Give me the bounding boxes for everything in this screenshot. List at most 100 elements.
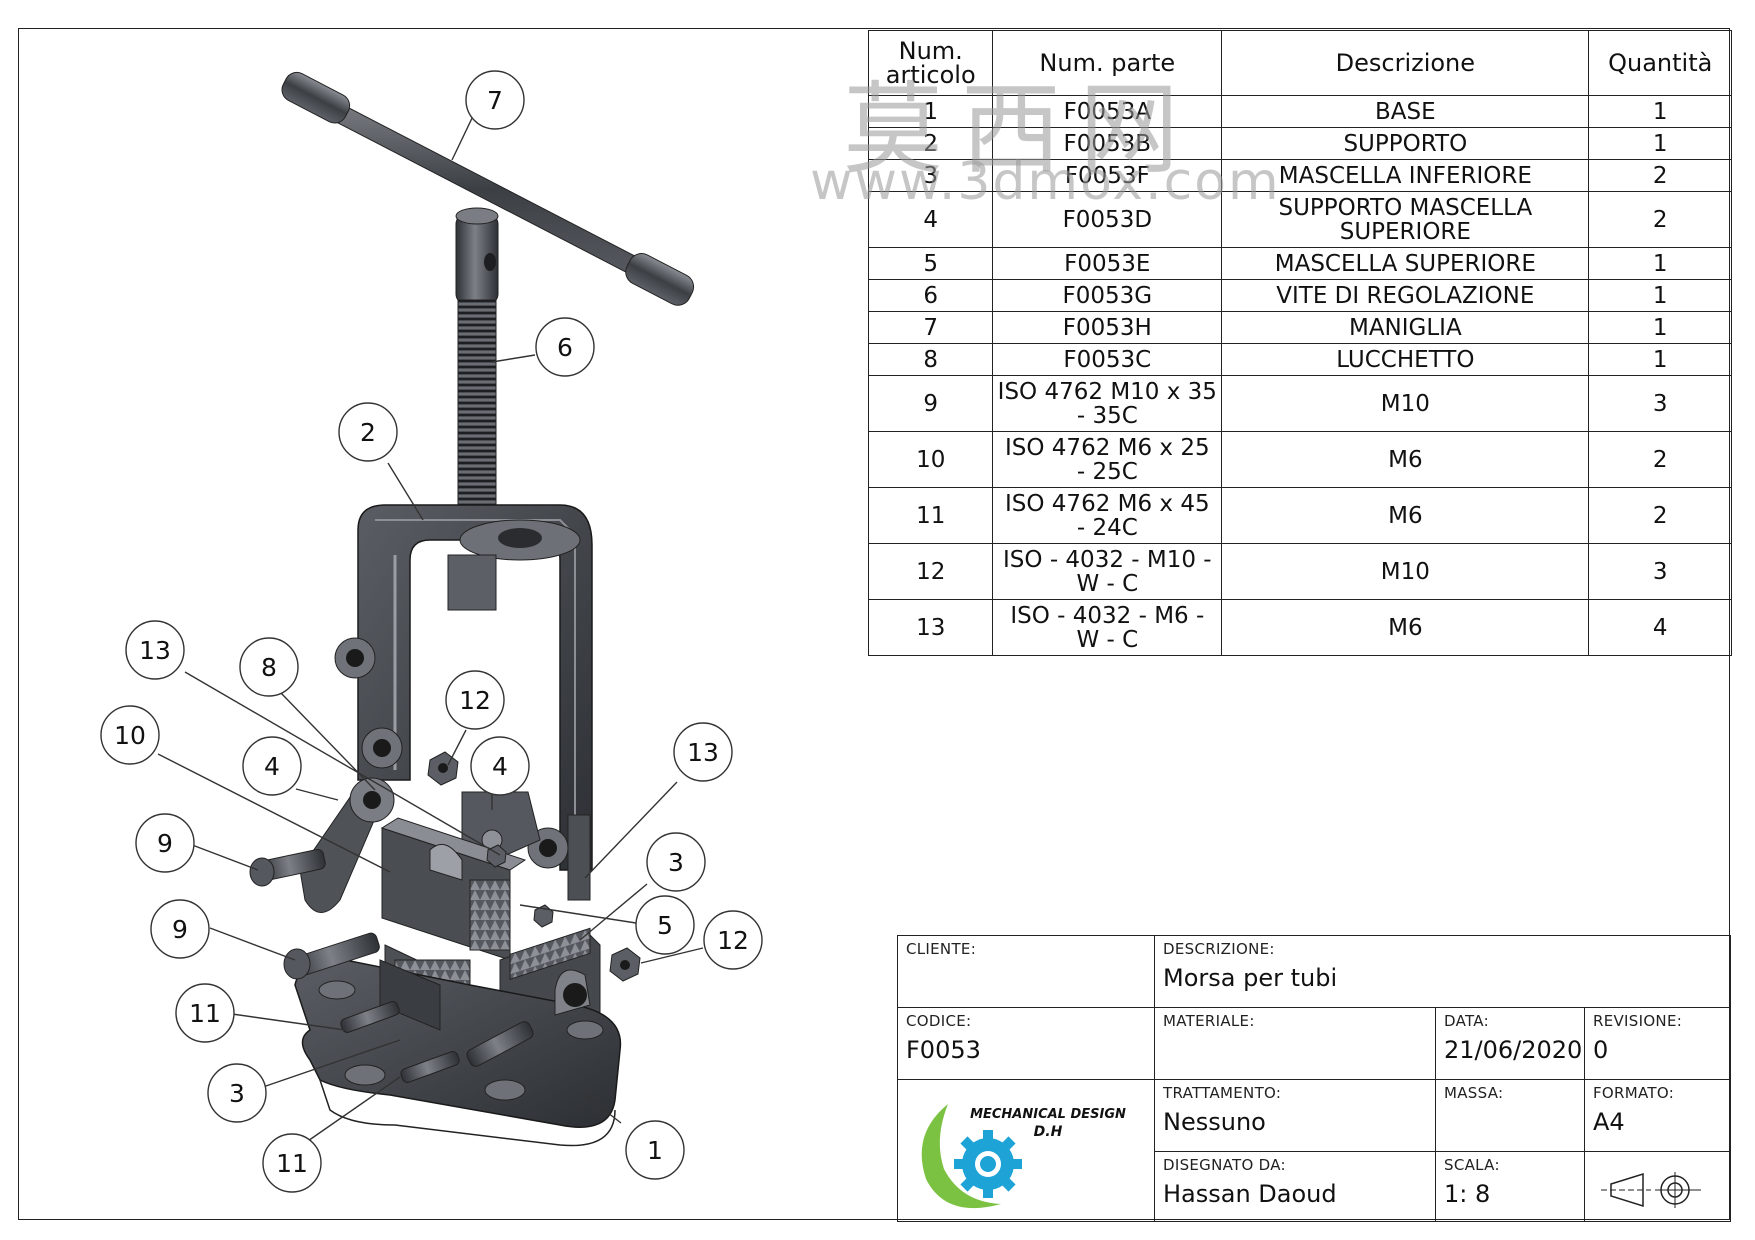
bom-part: ISO - 4032 - M10 - W - C — [992, 543, 1223, 600]
bom-item: 3 — [867, 159, 994, 192]
bom-item: 13 — [867, 599, 994, 656]
bom-part: F0053D — [992, 191, 1223, 248]
callout-4b: 4 — [492, 752, 508, 781]
callout-2: 2 — [360, 418, 376, 447]
disegnato-cell: DISEGNATO DA: Hassan Daoud — [1154, 1151, 1436, 1222]
scala-value: 1: 8 — [1444, 1180, 1491, 1208]
codice-value: F0053 — [906, 1036, 981, 1064]
bom-header-quantity: Quantità — [1588, 30, 1732, 96]
bom-header-description: Descrizione — [1221, 30, 1590, 96]
callout-8: 8 — [261, 653, 277, 682]
bom-qty: 2 — [1588, 191, 1732, 248]
callout-11: 11 — [189, 999, 221, 1028]
revisione-value: 0 — [1593, 1036, 1609, 1064]
callout-6: 6 — [557, 333, 573, 362]
base-part-1 — [294, 959, 622, 1147]
disegnato-value: Hassan Daoud — [1163, 1180, 1337, 1208]
bom-qty: 1 — [1588, 343, 1732, 376]
logo-cell: MECHANICAL DESIGN D.H — [897, 1079, 1155, 1222]
codice-cell: CODICE: F0053 — [897, 1007, 1155, 1080]
bom-desc: SUPPORTO — [1221, 127, 1590, 160]
bom-qty: 1 — [1588, 311, 1732, 344]
bom-desc: VITE DI REGOLAZIONE — [1221, 279, 1590, 312]
codice-label: CODICE: — [906, 1012, 972, 1030]
bom-part: ISO 4762 M6 x 25 - 25C — [992, 431, 1223, 488]
bom-item: 9 — [867, 375, 994, 432]
revisione-label: REVISIONE: — [1593, 1012, 1683, 1030]
massa-label: MASSA: — [1444, 1084, 1504, 1102]
hex-nuts-parts-12-13 — [427, 751, 641, 982]
callout-12: 12 — [459, 686, 491, 715]
disegnato-label: DISEGNATO DA: — [1163, 1156, 1286, 1174]
callout-9: 9 — [157, 829, 173, 858]
bom-qty: 2 — [1588, 431, 1732, 488]
bom-item: 2 — [867, 127, 994, 160]
bom-item: 10 — [867, 431, 994, 488]
callout-12b: 12 — [717, 926, 749, 955]
bom-desc: LUCCHETTO — [1221, 343, 1590, 376]
bom-qty: 1 — [1588, 127, 1732, 160]
bom-desc: M6 — [1221, 487, 1590, 544]
scala-label: SCALA: — [1444, 1156, 1500, 1174]
callout-13: 13 — [139, 636, 171, 665]
bom-header-item: Num. articolo — [867, 30, 994, 96]
callout-leaders — [157, 113, 704, 1144]
bom-qty: 3 — [1588, 543, 1732, 600]
materiale-cell: MATERIALE: — [1154, 1007, 1436, 1080]
bom-part: ISO 4762 M10 x 35 - 35C — [992, 375, 1223, 432]
bom-desc: BASE — [1221, 95, 1590, 128]
callout-bubbles — [100, 70, 763, 1193]
data-label: DATA: — [1444, 1012, 1489, 1030]
gear-icon — [954, 1130, 1022, 1198]
callout-9b: 9 — [172, 915, 188, 944]
bom-desc: MASCELLA SUPERIORE — [1221, 247, 1590, 280]
callout-4: 4 — [264, 752, 280, 781]
trattamento-cell: TRATTAMENTO: Nessuno — [1154, 1079, 1436, 1152]
bom-item: 7 — [867, 311, 994, 344]
exploded-assembly-view: 7 6 2 13 8 12 4 4 10 13 9 3 5 12 9 11 3 … — [100, 70, 763, 1193]
bom-desc: M10 — [1221, 375, 1590, 432]
adjustment-screw-part-6 — [455, 207, 499, 531]
callout-5: 5 — [657, 911, 673, 940]
bom-part: F0053G — [992, 279, 1223, 312]
bom-item: 4 — [867, 191, 994, 248]
data-cell: DATA: 21/06/2020 — [1435, 1007, 1585, 1080]
bill-of-materials-table: Num. articolo Num. parte Descrizione Qua… — [867, 30, 1732, 656]
bom-part: F0053E — [992, 247, 1223, 280]
logo-line1: MECHANICAL DESIGN — [970, 1107, 1126, 1122]
bom-qty: 1 — [1588, 95, 1732, 128]
company-logo: MECHANICAL DESIGN D.H — [921, 1104, 1126, 1209]
bom-item: 8 — [867, 343, 994, 376]
callout-3b: 3 — [229, 1079, 245, 1108]
title-block: CLIENTE: DESCRIZIONE: Morsa per tubi COD… — [897, 935, 1731, 1222]
bom-part: F0053H — [992, 311, 1223, 344]
bom-part: F0053A — [992, 95, 1223, 128]
bom-qty: 3 — [1588, 375, 1732, 432]
formato-cell: FORMATO: A4 — [1584, 1079, 1731, 1152]
handle-part-7 — [281, 71, 695, 306]
bom-header-row: Num. articolo Num. parte Descrizione Qua… — [867, 30, 1732, 96]
bom-part: F0053C — [992, 343, 1223, 376]
descrizione-cell: DESCRIZIONE: Morsa per tubi — [1154, 935, 1731, 1008]
callout-1: 1 — [647, 1136, 663, 1165]
bom-desc: MASCELLA INFERIORE — [1221, 159, 1590, 192]
revisione-cell: REVISIONE: 0 — [1584, 1007, 1731, 1080]
bom-item: 6 — [867, 279, 994, 312]
cliente-label: CLIENTE: — [906, 940, 977, 958]
formato-value: A4 — [1593, 1108, 1625, 1136]
bom-qty: 1 — [1588, 279, 1732, 312]
bom-qty: 1 — [1588, 247, 1732, 280]
trattamento-label: TRATTAMENTO: — [1163, 1084, 1282, 1102]
bom-item: 12 — [867, 543, 994, 600]
bom-part: F0053F — [992, 159, 1223, 192]
